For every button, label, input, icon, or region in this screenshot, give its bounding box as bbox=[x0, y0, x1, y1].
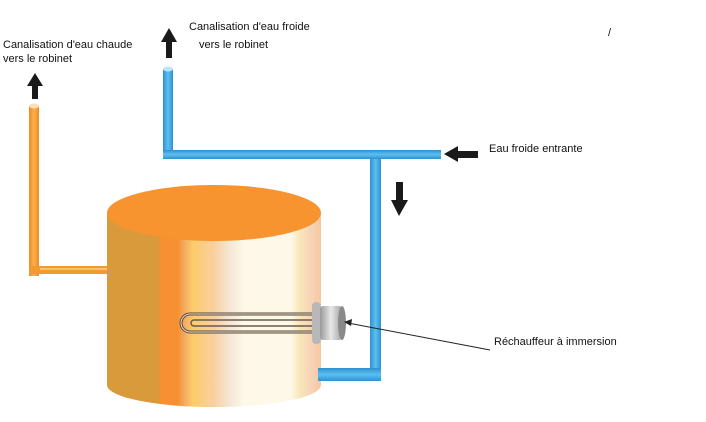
hot-outlet-label: Canalisation d'eau chaude vers le robine… bbox=[3, 38, 132, 66]
cold-inlet-label: Eau froide entrante bbox=[489, 143, 583, 155]
heater-leader-line bbox=[344, 319, 491, 351]
immersion-heater-label: Réchauffeur à immersion bbox=[494, 336, 617, 348]
hot-outlet-label-line2: vers le robinet bbox=[3, 53, 73, 65]
immersion-heater bbox=[179, 302, 346, 344]
cold-outlet-label: Canalisation d'eau froide vers le robine… bbox=[189, 20, 310, 52]
cold-outlet-label-line2: vers le robinet bbox=[199, 39, 269, 51]
arrow-up-icon bbox=[161, 28, 177, 58]
stray-mark: / bbox=[608, 27, 612, 39]
water-tank bbox=[107, 185, 321, 407]
hot-water-pipe bbox=[29, 103, 124, 276]
arrow-up-icon bbox=[27, 73, 43, 99]
hot-outlet-label-line1: Canalisation d'eau chaude bbox=[3, 39, 133, 51]
arrow-down-icon bbox=[391, 182, 408, 216]
cold-outlet-label-line1: Canalisation d'eau froide bbox=[189, 21, 310, 33]
arrow-left-icon bbox=[444, 146, 478, 162]
cold-water-pipe bbox=[163, 66, 441, 381]
